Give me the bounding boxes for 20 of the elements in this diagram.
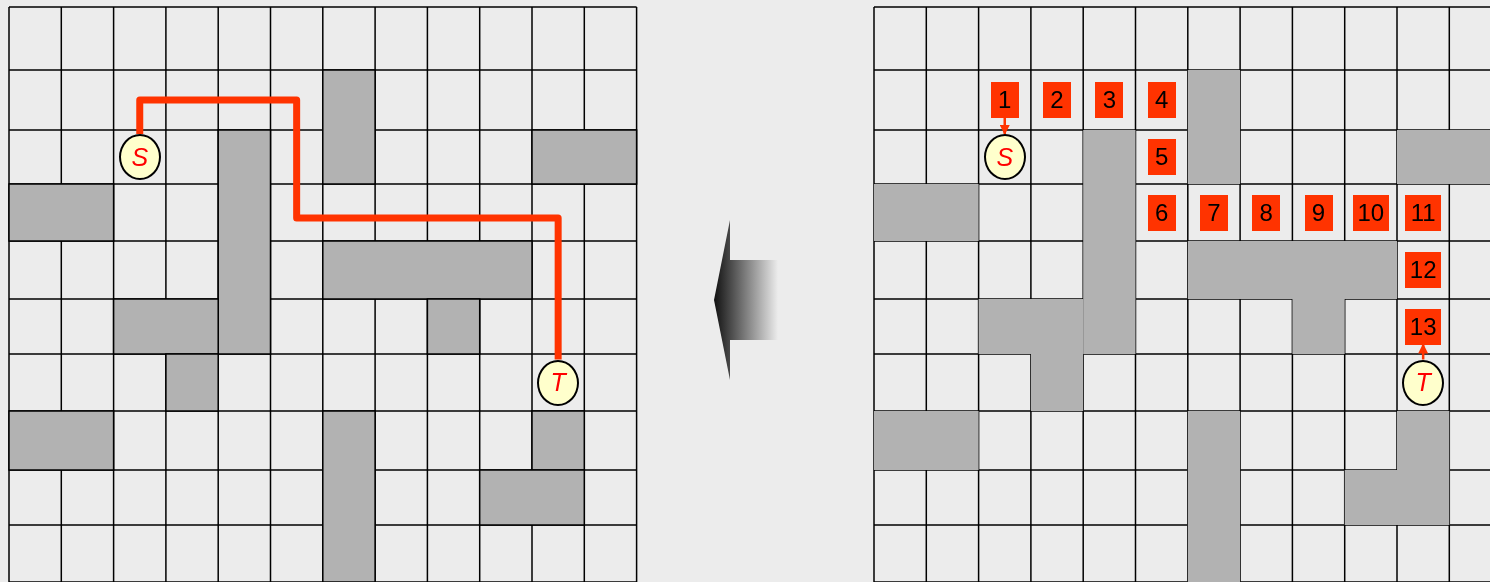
terminal-circle: T bbox=[1402, 359, 1445, 406]
step-number: 9 bbox=[1304, 194, 1333, 231]
step-number: 1 bbox=[990, 82, 1019, 118]
arrow bbox=[1418, 343, 1429, 360]
step-number: 11 bbox=[1405, 194, 1442, 231]
step-number: 2 bbox=[1043, 82, 1072, 118]
step-number: 3 bbox=[1095, 82, 1124, 118]
terminal-circle: S bbox=[983, 134, 1026, 180]
terminal-circle: T bbox=[537, 359, 580, 406]
step-number: 13 bbox=[1405, 308, 1442, 345]
step-number: 10 bbox=[1352, 194, 1389, 231]
step-number: 7 bbox=[1199, 194, 1228, 231]
step-number: 8 bbox=[1252, 194, 1281, 231]
route-line bbox=[136, 96, 562, 360]
arrow bbox=[999, 118, 1010, 135]
step-number: 6 bbox=[1147, 194, 1176, 231]
terminal-circle: S bbox=[118, 134, 161, 180]
step-number: 12 bbox=[1405, 252, 1442, 288]
step-number: 5 bbox=[1147, 139, 1176, 175]
step-number: 4 bbox=[1147, 82, 1176, 118]
